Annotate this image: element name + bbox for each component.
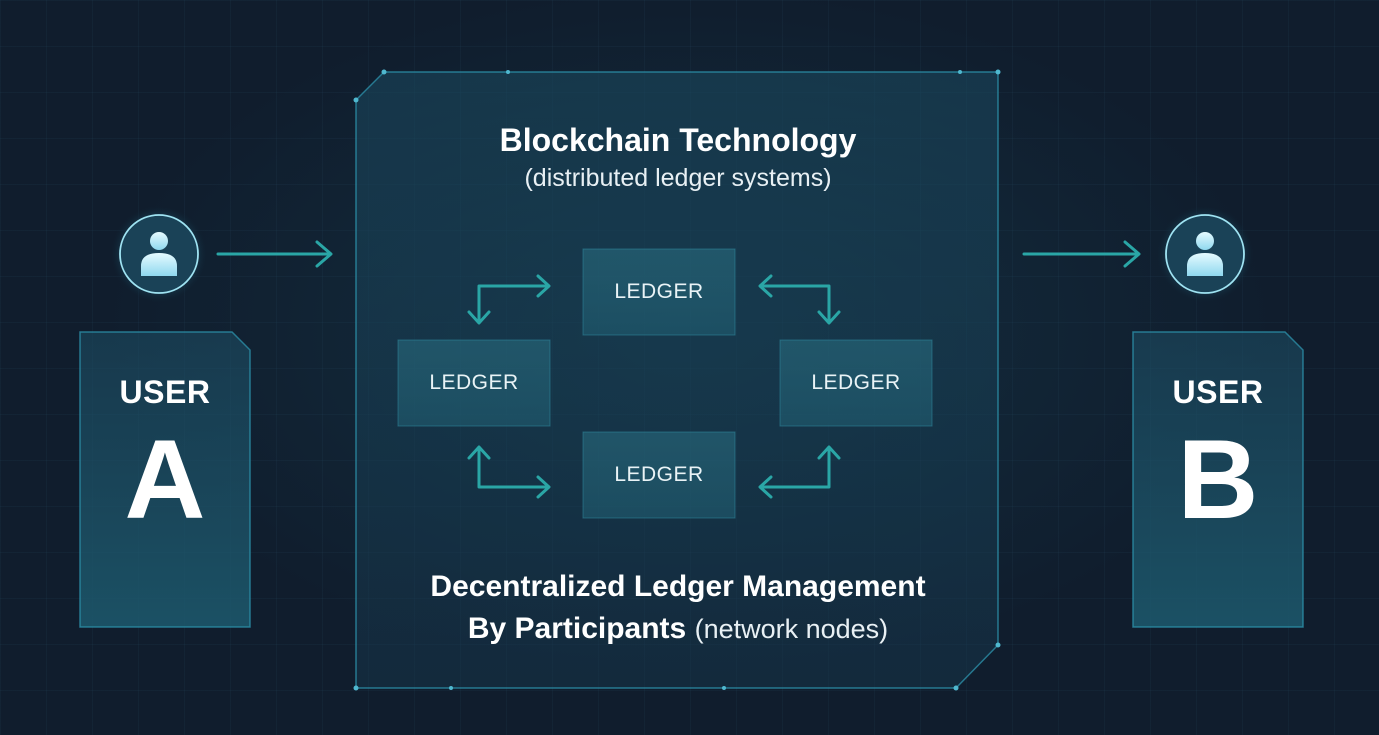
- ledger-label-top: LEDGER: [614, 280, 704, 303]
- user-b-card: [1132, 331, 1304, 628]
- user-a-panel: USER A: [80, 332, 250, 627]
- ledger-box-right: [779, 339, 933, 427]
- arrow-right-icon: [216, 240, 333, 268]
- footer-line-1: Decentralized Ledger Management: [430, 570, 926, 603]
- ledger-box-bottom: [582, 431, 736, 519]
- bidirectional-elbow-arrow-icon: [467, 445, 551, 499]
- bidirectional-elbow-arrow-icon: [467, 274, 551, 325]
- user-a-label: USER: [119, 374, 211, 410]
- user-a-letter: A: [124, 417, 206, 542]
- user-avatar-icon: [1157, 206, 1253, 302]
- user-b-label: USER: [1172, 374, 1264, 410]
- user-a-card: [79, 331, 251, 628]
- arrow-right-icon: [1022, 240, 1141, 268]
- ledger-box-left: [397, 339, 551, 427]
- ledger-label-bottom: LEDGER: [614, 463, 704, 486]
- panel-subtitle: (distributed ledger systems): [524, 164, 832, 192]
- ledger-boxes: [397, 248, 933, 519]
- panel-title: Blockchain Technology: [499, 122, 857, 158]
- panel-footer: Decentralized Ledger Management By Parti…: [356, 566, 1000, 650]
- user-b-letter: B: [1177, 417, 1259, 542]
- ledger-box-top: [582, 248, 736, 336]
- ledger-label-right: LEDGER: [811, 371, 901, 394]
- ledger-label-left: LEDGER: [429, 371, 519, 394]
- footer-light-text: (network nodes): [694, 614, 889, 644]
- user-avatar-icon: [111, 206, 207, 302]
- footer-line-2: By Participants (network nodes): [356, 608, 1000, 650]
- panel-corner-dots: [353, 69, 1001, 691]
- footer-bold-text: By Participants: [467, 612, 687, 645]
- bidirectional-elbow-arrow-icon: [758, 445, 841, 499]
- user-b-panel: USER B: [1133, 332, 1303, 627]
- bidirectional-elbow-arrow-icon: [758, 274, 841, 325]
